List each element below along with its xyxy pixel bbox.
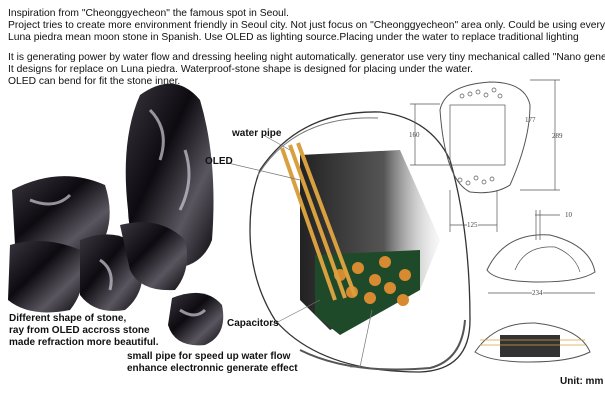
stones [8, 83, 224, 346]
dimension-177: 177 [525, 116, 536, 124]
dimension-10: 10 [565, 211, 572, 219]
label-water-pipe: water pipe [232, 128, 282, 139]
dimension-160: 160 [409, 131, 420, 139]
description-line: OLED can bend for fit the stone inner. [8, 76, 181, 87]
water-pipes [280, 142, 357, 301]
stone-caption-line: ray from OLED accross stone [9, 325, 150, 336]
label-oled: OLED [205, 156, 233, 167]
description-line: It designs for replace on Luna piedra. W… [8, 64, 473, 75]
dimension-125: 125 [467, 221, 478, 229]
stone-caption-line: made refraction more beautiful. [9, 337, 159, 348]
label-capacitors: Capacitors [227, 318, 279, 329]
technical-drawings [410, 79, 596, 363]
dimension-289: 289 [552, 132, 563, 140]
dimension-234: 234 [532, 289, 543, 297]
pipe-caption-line: enhance electronnic generate effect [127, 363, 298, 374]
pipe-caption-line: small pipe for speed up water flow [127, 351, 291, 362]
stone-caption-line: Different shape of stone, [9, 313, 127, 324]
unit-label: Unit: mm [560, 376, 604, 387]
description-line: Inspiration from "Cheonggyecheon" the fa… [8, 8, 289, 19]
description-line: It is generating power by water flow and… [8, 52, 605, 63]
device-cutaway [227, 111, 471, 373]
description-line: Luna piedra mean moon stone in Spanish. … [8, 32, 579, 43]
description-line: Project tries to create more environment… [8, 20, 605, 31]
